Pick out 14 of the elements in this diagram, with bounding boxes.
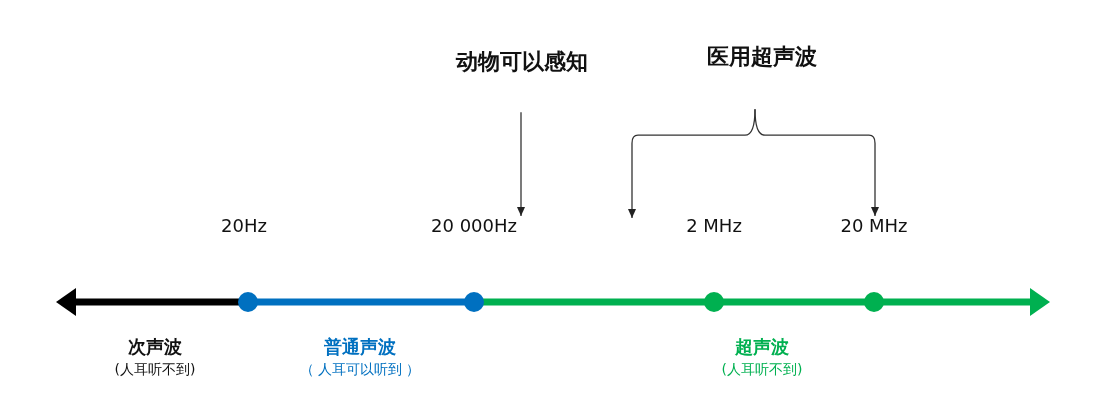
band-name: 普通声波 [324,337,396,357]
band-name: 次声波 [128,337,182,357]
band-note: (人耳听不到) [114,362,196,378]
band-name: 超声波 [735,337,789,357]
frequency-label: 20Hz [221,216,267,236]
band-note: (人耳听不到) [721,362,803,378]
band-note: （ 人耳可以听到 ） [299,362,421,378]
frequency-label: 20 MHz [840,216,908,236]
arrow [517,111,525,217]
annotation-title: 医用超声波 [707,45,817,70]
frequency-label: 20 000Hz [431,216,517,236]
frequency-label: 2 MHz [686,216,742,236]
bracket-arrow [754,108,879,217]
annotation-title: 动物可以感知 [456,50,588,75]
